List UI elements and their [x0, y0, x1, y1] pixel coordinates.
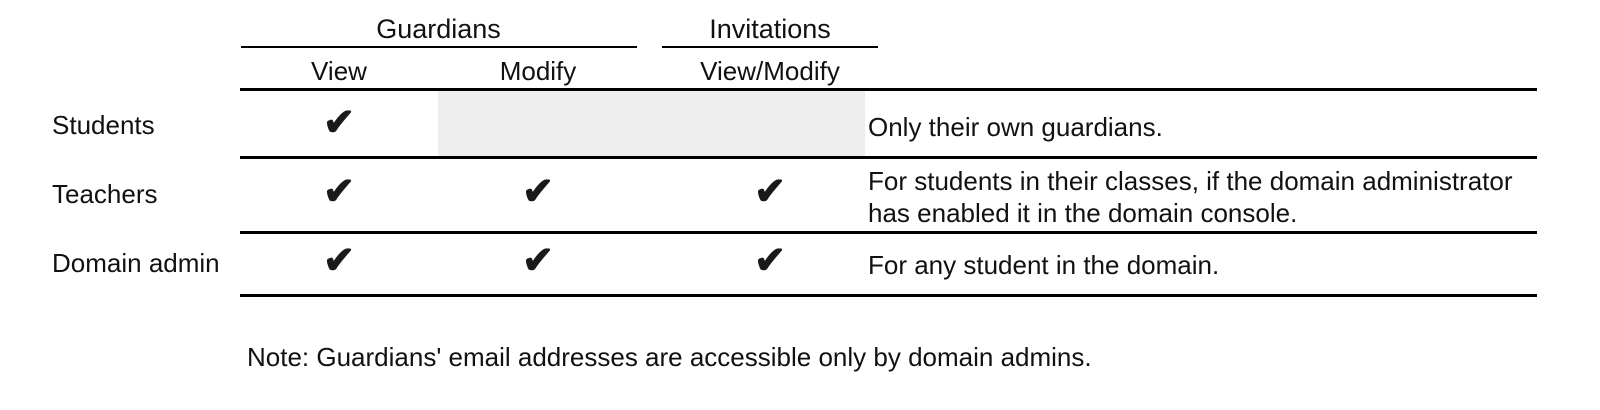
- check-icon-domain-admin-guardians-view: ✔: [323, 240, 355, 282]
- column-group-label-guardians: Guardians: [376, 14, 501, 44]
- row-label-teachers: Teachers: [52, 179, 158, 209]
- row-rule-after-teachers: [240, 231, 1537, 234]
- row-description-teachers: For students in their classes, if the do…: [868, 165, 1538, 229]
- check-icon-teachers-guardians-modify: ✔: [522, 171, 554, 213]
- footnote-text: Note: Guardians' email addresses are acc…: [247, 342, 1092, 372]
- row-description-domain-admin: For any student in the domain.: [868, 250, 1220, 280]
- row-description-teachers-line-2: has enabled it in the domain console.: [868, 198, 1298, 228]
- row-label-students: Students: [52, 110, 155, 140]
- row-label-domain-admin: Domain admin: [52, 248, 220, 278]
- column-header-view: View: [311, 56, 367, 86]
- row-description-students: Only their own guardians.: [868, 112, 1163, 142]
- row-rule-after-students: [240, 156, 1537, 159]
- table-bottom-rule: [240, 294, 1537, 297]
- table-top-rule: [240, 88, 1537, 91]
- column-header-view-modify: View/Modify: [700, 56, 840, 86]
- check-icon-teachers-invitations-view-modify: ✔: [754, 171, 786, 213]
- column-header-modify: Modify: [499, 56, 577, 86]
- group-rule-guardians: [241, 46, 637, 48]
- check-icon-teachers-guardians-view: ✔: [323, 171, 355, 213]
- row-description-teachers-line-1: For students in their classes, if the do…: [868, 166, 1513, 196]
- check-icon-domain-admin-guardians-modify: ✔: [522, 240, 554, 282]
- group-rule-invitations: [662, 46, 878, 48]
- check-icon-domain-admin-invitations-view-modify: ✔: [754, 240, 786, 282]
- disabled-cell-shading-students: [438, 91, 865, 156]
- check-icon-students-guardians-view: ✔: [323, 102, 355, 144]
- column-group-label-invitations: Invitations: [709, 14, 831, 44]
